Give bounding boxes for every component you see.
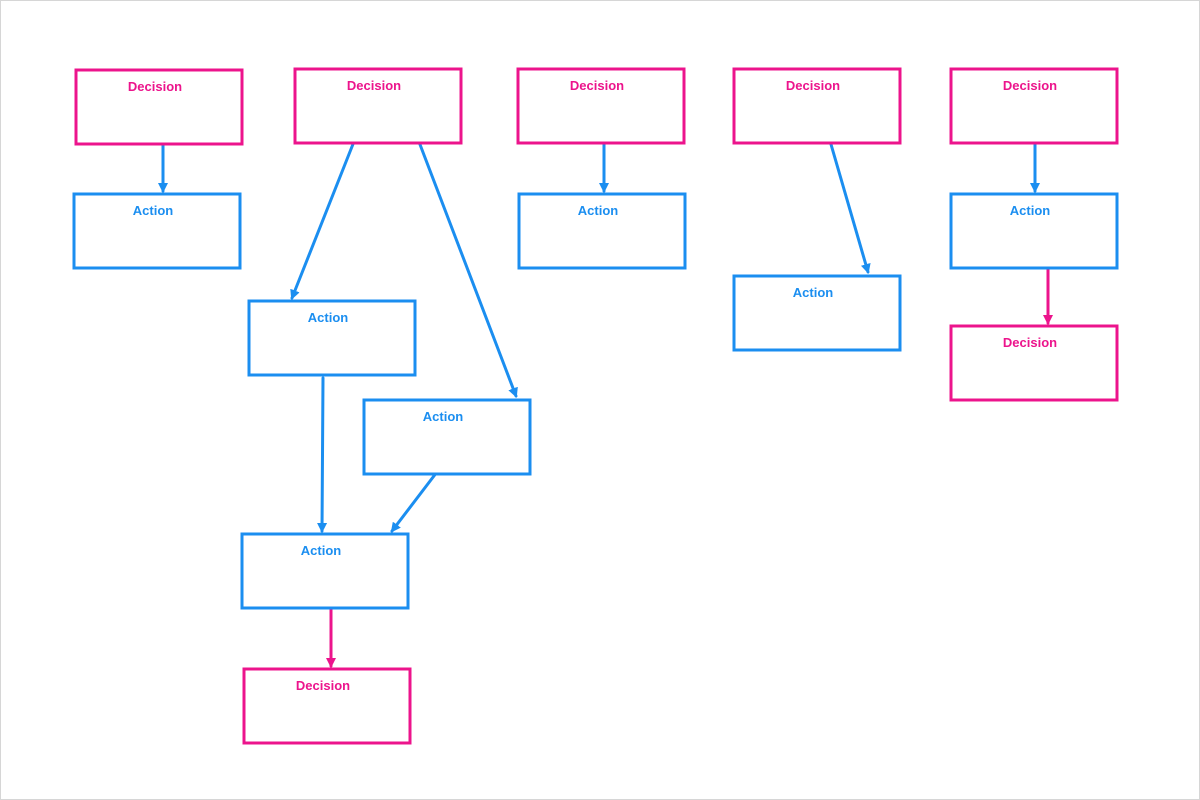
action-label: Action bbox=[423, 409, 464, 424]
decision-label: Decision bbox=[296, 678, 350, 693]
decision-box[interactable] bbox=[949, 67, 1119, 145]
edge-a3-to-a4 bbox=[390, 466, 442, 533]
action-label: Action bbox=[793, 285, 834, 300]
action-box[interactable] bbox=[949, 192, 1119, 270]
decision-box[interactable] bbox=[732, 67, 902, 145]
decision-node-d4[interactable]: Decision bbox=[732, 67, 902, 145]
decision-box[interactable] bbox=[293, 67, 463, 145]
action-box[interactable] bbox=[72, 192, 242, 270]
action-node-a2[interactable]: Action bbox=[247, 299, 417, 377]
action-label: Action bbox=[578, 203, 619, 218]
decision-label: Decision bbox=[347, 78, 401, 93]
decision-label: Decision bbox=[1003, 335, 1057, 350]
decision-box[interactable] bbox=[74, 68, 244, 146]
action-label: Action bbox=[133, 203, 174, 218]
action-box[interactable] bbox=[362, 398, 532, 476]
decision-box[interactable] bbox=[516, 67, 686, 145]
decision-label: Decision bbox=[1003, 78, 1057, 93]
decision-box[interactable] bbox=[242, 667, 412, 745]
edge-d2-to-a2 bbox=[290, 132, 359, 300]
action-box[interactable] bbox=[732, 274, 902, 352]
decision-node-d2[interactable]: Decision bbox=[293, 67, 463, 145]
edge-a2-to-a4 bbox=[317, 376, 328, 533]
decision-node-d7[interactable]: Decision bbox=[949, 324, 1119, 402]
action-box[interactable] bbox=[240, 532, 410, 610]
decision-node-d1[interactable]: Decision bbox=[74, 68, 244, 146]
action-label: Action bbox=[1010, 203, 1051, 218]
action-node-a4[interactable]: Action bbox=[240, 532, 410, 610]
edge-layer bbox=[158, 132, 1053, 668]
decision-label: Decision bbox=[786, 78, 840, 93]
action-label: Action bbox=[301, 543, 342, 558]
action-node-a7[interactable]: Action bbox=[949, 192, 1119, 270]
action-node-a3[interactable]: Action bbox=[362, 398, 532, 476]
action-node-a5[interactable]: Action bbox=[517, 192, 687, 270]
action-box[interactable] bbox=[517, 192, 687, 270]
decision-node-d5[interactable]: Decision bbox=[949, 67, 1119, 145]
decision-node-d6[interactable]: Decision bbox=[242, 667, 412, 745]
action-node-a1[interactable]: Action bbox=[72, 192, 242, 270]
action-label: Action bbox=[308, 310, 349, 325]
decision-node-d3[interactable]: Decision bbox=[516, 67, 686, 145]
decision-label: Decision bbox=[570, 78, 624, 93]
edge-d4-to-a6 bbox=[826, 132, 871, 274]
decision-label: Decision bbox=[128, 79, 182, 94]
edge-d2-to-a3 bbox=[414, 132, 518, 398]
action-box[interactable] bbox=[247, 299, 417, 377]
action-node-a6[interactable]: Action bbox=[732, 274, 902, 352]
decision-box[interactable] bbox=[949, 324, 1119, 402]
